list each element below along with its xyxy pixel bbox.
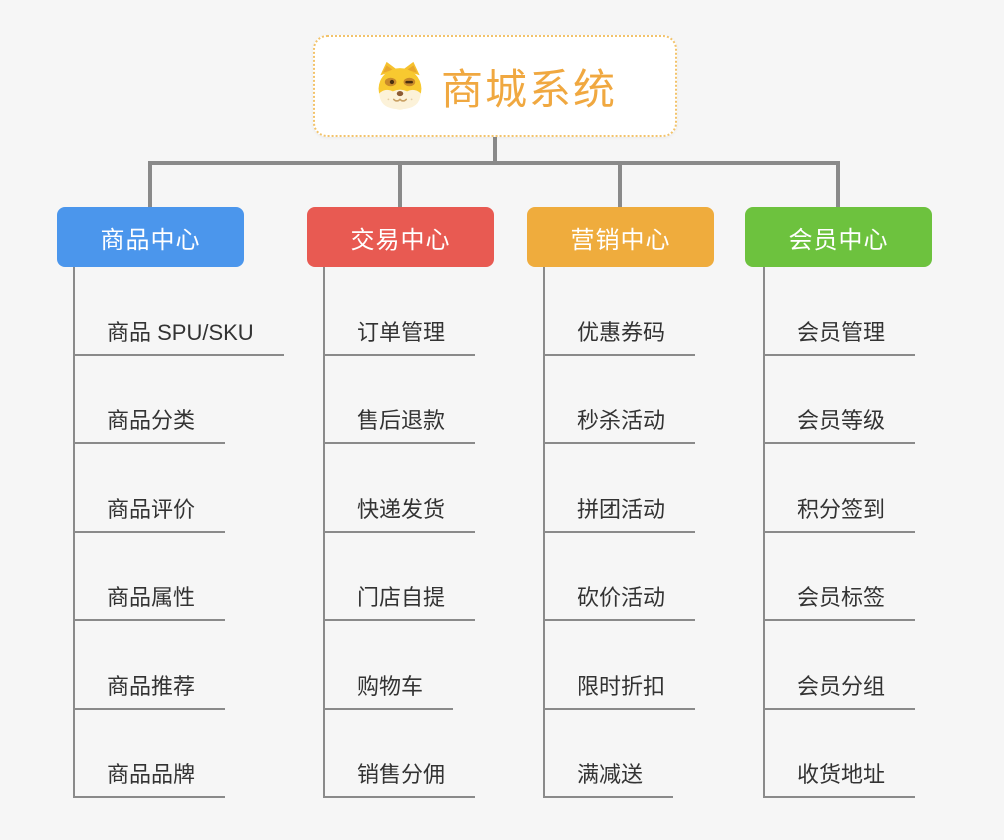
connector-column-spine	[323, 267, 325, 798]
child-topic[interactable]: 订单管理	[323, 267, 476, 356]
root-topic-node[interactable]: 商城系统	[313, 35, 677, 137]
branch-children-marketing-center: 优惠券码 秒杀活动 拼团活动 砍价活动 限时折扣 满减送	[543, 267, 696, 798]
child-topic[interactable]: 商品分类	[73, 356, 226, 444]
connector-branch-stub	[148, 161, 152, 207]
branch-label: 会员中心	[788, 226, 889, 254]
child-topic[interactable]: 购物车	[323, 621, 454, 710]
connector-branch-stub	[618, 161, 622, 207]
branch-node-member-center[interactable]: 会员中心	[745, 207, 932, 267]
branch-node-marketing-center[interactable]: 营销中心	[527, 207, 714, 267]
connector-branch-stub	[836, 161, 840, 207]
child-topic[interactable]: 砍价活动	[543, 533, 696, 621]
child-topic[interactable]: 会员标签	[763, 533, 916, 621]
branch-label: 商品中心	[100, 226, 201, 254]
child-topic[interactable]: 商品品牌	[73, 710, 226, 798]
root-topic-title: 商城系统	[440, 65, 617, 113]
child-topic[interactable]: 商品评价	[73, 444, 226, 533]
branch-node-product-center[interactable]: 商品中心	[57, 207, 244, 267]
connector-column-spine	[73, 267, 75, 798]
branch-children-trade-center: 订单管理 售后退款 快递发货 门店自提 购物车 销售分佣	[323, 267, 476, 798]
connector-rail	[148, 161, 840, 165]
connector-branch-stub	[398, 161, 402, 207]
connector-root-stub	[493, 137, 497, 163]
child-topic[interactable]: 快递发货	[323, 444, 476, 533]
child-topic[interactable]: 优惠券码	[543, 267, 696, 356]
child-topic[interactable]: 商品属性	[73, 533, 226, 621]
branch-children-product-center: 商品 SPU/SKU 商品分类 商品评价 商品属性 商品推荐 商品品牌	[73, 267, 284, 798]
child-topic[interactable]: 商品 SPU/SKU	[73, 267, 284, 356]
shiba-dog-icon	[378, 61, 422, 110]
branch-label: 交易中心	[350, 226, 451, 254]
connector-column-spine	[763, 267, 765, 798]
child-topic[interactable]: 限时折扣	[543, 621, 696, 710]
child-topic[interactable]: 积分签到	[763, 444, 916, 533]
child-topic[interactable]: 销售分佣	[323, 710, 476, 798]
branch-node-trade-center[interactable]: 交易中心	[307, 207, 494, 267]
child-topic[interactable]: 会员管理	[763, 267, 916, 356]
child-topic[interactable]: 售后退款	[323, 356, 476, 444]
connector-column-spine	[543, 267, 545, 798]
child-topic[interactable]: 商品推荐	[73, 621, 226, 710]
child-topic[interactable]: 门店自提	[323, 533, 476, 621]
child-topic[interactable]: 拼团活动	[543, 444, 696, 533]
branch-children-member-center: 会员管理 会员等级 积分签到 会员标签 会员分组 收货地址	[763, 267, 916, 798]
child-topic[interactable]: 满减送	[543, 710, 674, 798]
child-topic[interactable]: 秒杀活动	[543, 356, 696, 444]
child-topic[interactable]: 会员分组	[763, 621, 916, 710]
child-topic[interactable]: 会员等级	[763, 356, 916, 444]
child-topic[interactable]: 收货地址	[763, 710, 916, 798]
branch-label: 营销中心	[570, 226, 671, 254]
